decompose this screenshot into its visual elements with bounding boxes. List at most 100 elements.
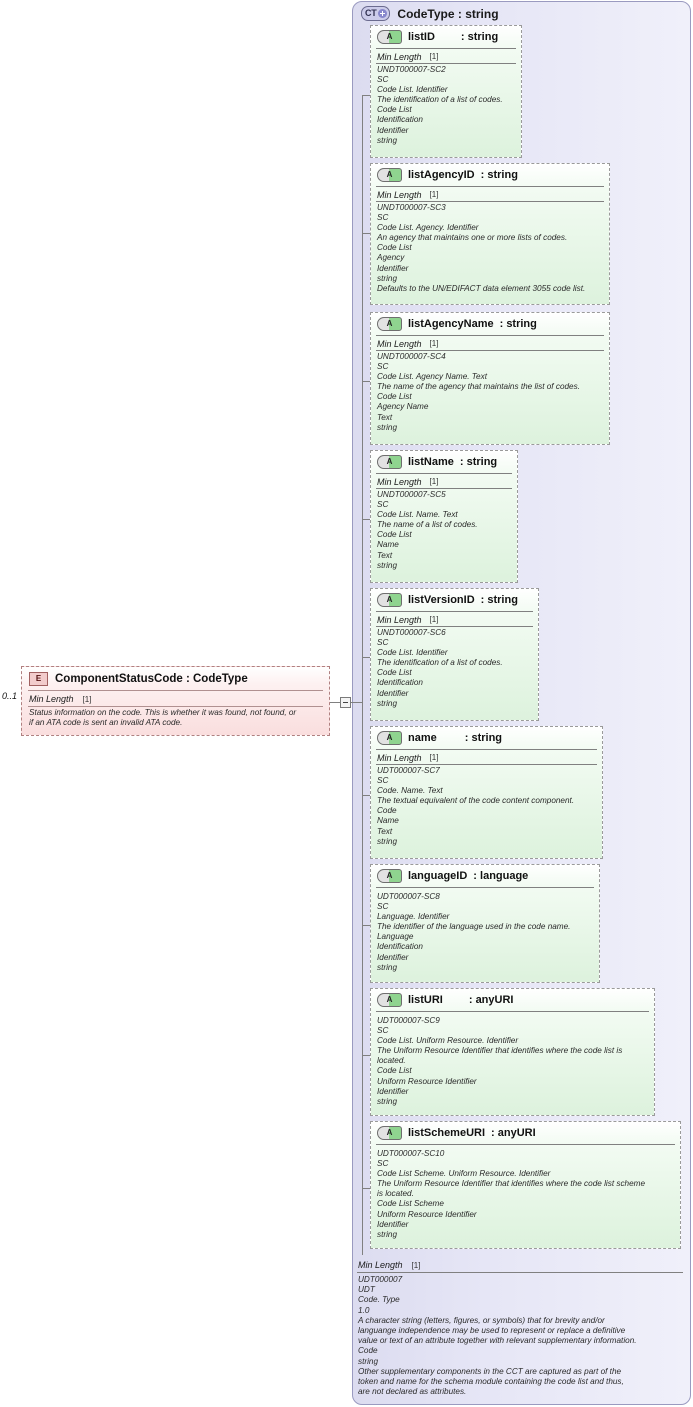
divider: [376, 63, 516, 64]
attribute-box-listversionid[interactable]: A listVersionID : string Min Length [1] …: [370, 588, 539, 721]
attribute-header: A listName : string: [371, 451, 517, 473]
element-connector-right: [351, 702, 363, 703]
facet-value: [1]: [429, 339, 439, 348]
facet-label: Min Length: [377, 189, 422, 200]
attribute-badge-icon: A: [377, 317, 402, 331]
facet-label: Min Length: [377, 51, 422, 62]
tree-stub-listname: [362, 519, 370, 520]
facet-value: [1]: [429, 753, 439, 762]
facet-min-length: Min Length [1]: [371, 474, 517, 488]
tree-stub-listagencyid: [362, 233, 370, 234]
facet-min-length: Min Length [1]: [371, 750, 602, 764]
attribute-body: A listURI : anyURI UDT000007-SC9 SC Code…: [371, 989, 654, 1115]
cardinality-label: 0..1: [2, 691, 18, 701]
attribute-name: listSchemeURI: [408, 1127, 486, 1139]
divider: [376, 764, 597, 765]
divider: [357, 1272, 683, 1273]
facet-label: Min Length: [377, 614, 422, 625]
attribute-name: listURI: [408, 994, 443, 1006]
attribute-documentation: UDT000007-SC7 SC Code. Name. Text The te…: [377, 766, 575, 846]
attribute-body: A listSchemeURI : anyURI UDT000007-SC10 …: [371, 1122, 680, 1248]
divider: [376, 335, 604, 336]
divider: [376, 1144, 675, 1145]
complex-type-title: CodeType : string: [397, 6, 499, 21]
attribute-badge-icon: A: [377, 168, 402, 182]
attribute-header: A listAgencyID : string: [371, 164, 609, 186]
attribute-name: name: [408, 732, 437, 744]
attribute-box-listuri[interactable]: A listURI : anyURI UDT000007-SC9 SC Code…: [370, 988, 655, 1116]
attribute-badge-label: A: [386, 995, 393, 1004]
complex-type-badge-label: CT: [365, 8, 377, 18]
divider: [376, 201, 604, 202]
divider: [28, 690, 323, 691]
attribute-type: : string: [460, 31, 499, 43]
complex-type-header: CT CodeType : string: [361, 6, 499, 21]
facet-value: [1]: [429, 477, 439, 486]
facet-min-length: Min Length [1]: [371, 49, 521, 63]
tree-stub-listagencyname: [362, 381, 370, 382]
tree-spine: [362, 95, 363, 1255]
collapse-toggle[interactable]: [340, 697, 351, 708]
attribute-badge-label: A: [386, 319, 393, 328]
attribute-badge-icon: A: [377, 731, 402, 745]
attribute-type: : language: [473, 870, 529, 882]
attribute-badge-label: A: [386, 871, 393, 880]
facet-min-length: Min Length [1]: [371, 187, 609, 201]
attribute-type: : string: [480, 594, 518, 606]
attribute-box-listname[interactable]: A listName : string Min Length [1] UNDT0…: [370, 450, 518, 583]
element-header: E ComponentStatusCode : CodeType: [22, 667, 329, 690]
facet-label: Min Length: [29, 694, 74, 704]
attribute-documentation: UNDT000007-SC2 SC Code List. Identifier …: [377, 65, 503, 145]
complex-type-badge[interactable]: CT: [361, 6, 391, 21]
divider: [28, 706, 323, 707]
attribute-body: A listAgencyName : string Min Length [1]…: [371, 313, 609, 444]
attribute-name: listVersionID: [408, 594, 475, 606]
attribute-body: A listVersionID : string Min Length [1] …: [371, 589, 538, 720]
facet-min-length: Min Length [1]: [371, 336, 609, 350]
attribute-badge-label: A: [386, 733, 393, 742]
tree-stub-listid: [362, 95, 370, 96]
divider: [376, 48, 516, 49]
attribute-documentation: UNDT000007-SC3 SC Code List. Agency. Ide…: [377, 203, 586, 293]
attribute-header: A listAgencyName : string: [371, 313, 609, 335]
attribute-body: A listID : string Min Length [1] UNDT000…: [371, 26, 521, 157]
attribute-header: A listID : string: [371, 26, 521, 48]
attribute-badge-icon: A: [377, 1126, 402, 1140]
divider: [376, 749, 597, 750]
element-title: ComponentStatusCode : CodeType: [55, 672, 248, 685]
element-badge-label: E: [35, 673, 42, 683]
facet-label: Min Length: [358, 1260, 403, 1270]
attribute-badge-icon: A: [377, 593, 402, 607]
attribute-name: listID: [408, 31, 435, 43]
attribute-box-listschemeuri[interactable]: A listSchemeURI : anyURI UDT000007-SC10 …: [370, 1121, 681, 1249]
facet-min-length: Min Length [1]: [371, 612, 538, 626]
attribute-type: : string: [459, 456, 498, 468]
attribute-header: A listVersionID : string: [371, 589, 538, 611]
attribute-box-name[interactable]: A name : string Min Length [1] UDT000007…: [370, 726, 603, 859]
attribute-box-languageid[interactable]: A languageID : language UDT000007-SC8 SC…: [370, 864, 600, 983]
attribute-badge-label: A: [386, 457, 393, 466]
plus-icon[interactable]: [378, 9, 388, 18]
divider: [376, 887, 594, 888]
attribute-box-listagencyid[interactable]: A listAgencyID : string Min Length [1] U…: [370, 163, 610, 305]
facet-value: [1]: [82, 694, 92, 704]
complex-type-footer: Min Length [1] UDT000007 UDT Code. Type …: [354, 1258, 686, 1397]
divider: [376, 1011, 649, 1012]
tree-stub-name: [362, 795, 370, 796]
attribute-name: listAgencyName: [408, 318, 494, 330]
attribute-body: A listName : string Min Length [1] UNDT0…: [371, 451, 517, 582]
attribute-name: languageID: [408, 870, 468, 882]
attribute-body: A listAgencyID : string Min Length [1] U…: [371, 164, 609, 304]
attribute-name: listAgencyID: [408, 169, 475, 181]
attribute-box-listagencyname[interactable]: A listAgencyName : string Min Length [1]…: [370, 312, 610, 445]
attribute-body: A name : string Min Length [1] UDT000007…: [371, 727, 602, 858]
attribute-header: A listSchemeURI : anyURI: [371, 1122, 680, 1144]
attribute-documentation: UDT000007-SC10 SC Code List Scheme. Unif…: [377, 1149, 646, 1239]
divider: [376, 611, 533, 612]
attribute-badge-icon: A: [377, 869, 402, 883]
attribute-type: : anyURI: [468, 994, 514, 1006]
facet-label: Min Length: [377, 752, 422, 763]
element-box-componentstatuscode[interactable]: E ComponentStatusCode : CodeType Min Len…: [21, 666, 330, 736]
attribute-box-listid[interactable]: A listID : string Min Length [1] UNDT000…: [370, 25, 522, 158]
divider: [376, 488, 512, 489]
